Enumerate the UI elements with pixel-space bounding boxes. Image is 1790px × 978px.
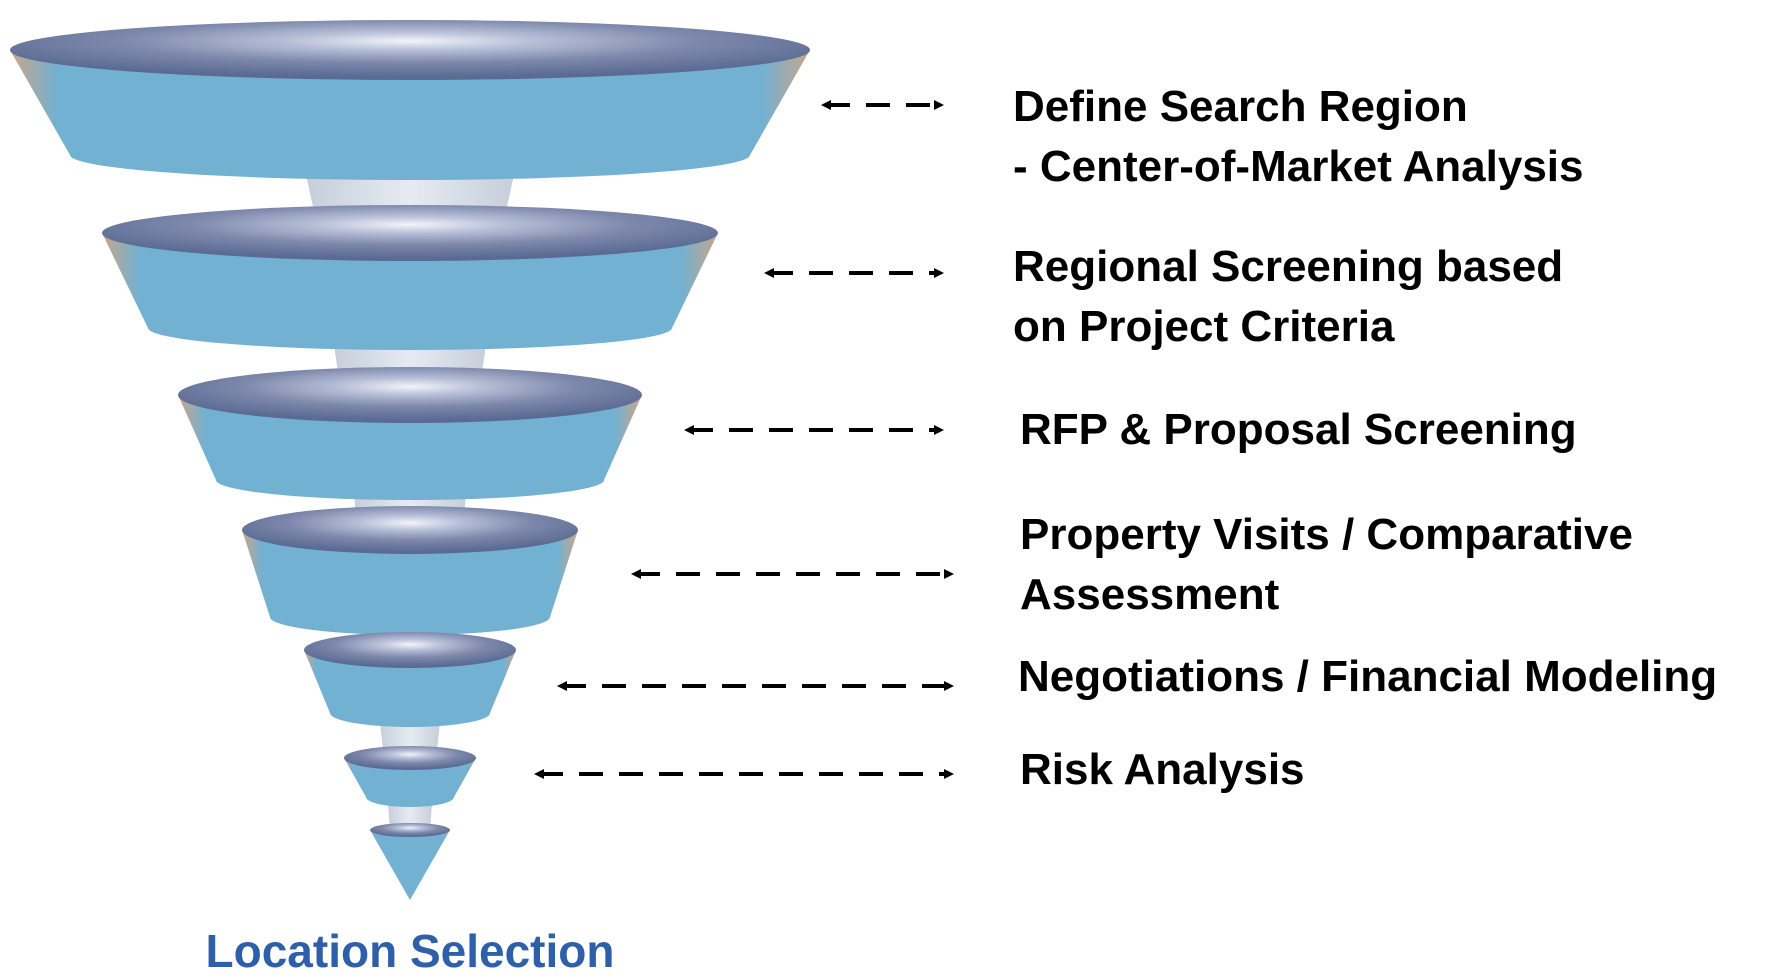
funnel-tier-6	[344, 746, 476, 807]
funnel-tier-7	[370, 823, 450, 900]
funnel-tier-2	[102, 205, 718, 350]
funnel-tier-4	[242, 506, 578, 635]
funnel-tier-top	[304, 632, 516, 668]
stage-label-line: on Project Criteria	[1013, 302, 1395, 351]
stage-label-line: Regional Screening based	[1013, 242, 1564, 291]
funnel-tier-body	[370, 830, 450, 900]
funnel-tier-body	[10, 50, 810, 180]
stage-label-3: RFP & Proposal Screening	[1020, 400, 1577, 460]
stage-label-1: Define Search Region - Center-of-Market A…	[1013, 77, 1584, 197]
funnel-tier-5	[304, 632, 516, 727]
funnel-tier-top	[10, 20, 810, 80]
funnel-tier-body	[344, 758, 476, 807]
funnel-tier-top	[370, 823, 450, 837]
funnel-tier-top	[242, 506, 578, 554]
stage-label-line: Negotiations / Financial Modeling	[1018, 652, 1718, 701]
stage-label-line: Assessment	[1020, 570, 1280, 619]
funnel-tier-body	[178, 395, 642, 500]
funnel-tier-1	[10, 20, 810, 180]
stage-label-line: Property Visits / Comparative	[1020, 510, 1633, 559]
stage-label-line: - Center-of-Market Analysis	[1013, 142, 1584, 191]
funnel-tier-body	[304, 650, 516, 727]
stage-label-5: Negotiations / Financial Modeling	[1018, 647, 1717, 707]
stage-label-line: RFP & Proposal Screening	[1020, 405, 1577, 454]
stage-label-2: Regional Screening based on Project Crite…	[1013, 237, 1563, 357]
funnel-tier-top	[102, 205, 718, 261]
stage-label-6: Risk Analysis	[1020, 740, 1305, 800]
funnel-tier-top	[178, 367, 642, 423]
funnel-tier-3	[178, 367, 642, 500]
stage-label-line: Risk Analysis	[1020, 745, 1305, 794]
funnel-tier-top	[344, 746, 476, 770]
funnel-tier-body	[102, 233, 718, 350]
caption-location-selection: Location Selection	[205, 925, 615, 977]
stage-label-line: Define Search Region	[1013, 82, 1468, 131]
funnel-tier-body	[242, 530, 578, 635]
